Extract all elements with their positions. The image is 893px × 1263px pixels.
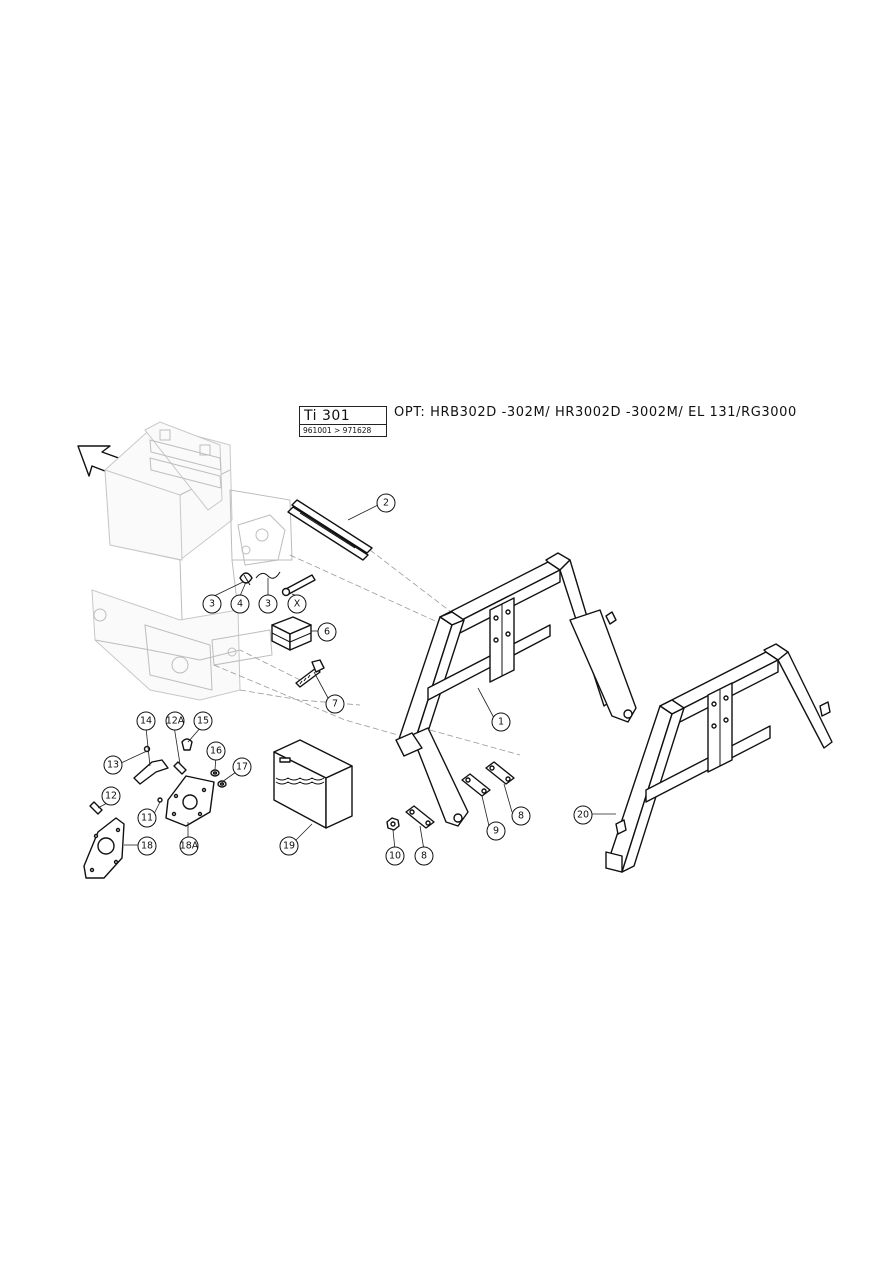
- callout-9: 9: [486, 821, 506, 841]
- callout-11: 11: [137, 808, 157, 828]
- part-18a-flange: [165, 775, 215, 827]
- part-x-bolt: [281, 574, 316, 597]
- callout-x-label: X: [294, 599, 301, 610]
- option-title: OPT: HRB302D -302M/ HR3002D -3002M/ EL 1…: [394, 405, 797, 420]
- part-10-nut: [386, 817, 400, 831]
- part-12-pin: [89, 801, 103, 815]
- callout-16: 16: [206, 741, 226, 761]
- callout-11-label: 11: [141, 813, 153, 824]
- callout-x: X: [287, 594, 307, 614]
- part-17-washer: [217, 780, 227, 788]
- callout-4: 4: [230, 594, 250, 614]
- callout-2-label: 2: [383, 498, 389, 509]
- callout-6: 6: [317, 622, 337, 642]
- callout-3b: 3: [258, 594, 278, 614]
- callout-7: 7: [325, 694, 345, 714]
- callout-1: 1: [491, 712, 511, 732]
- part-8-plate-lower: [405, 805, 435, 829]
- callout-20: 20: [573, 805, 593, 825]
- callout-17-label: 17: [236, 762, 248, 773]
- callout-6-label: 6: [324, 627, 330, 638]
- part-19-box: [273, 739, 353, 829]
- callout-1-label: 1: [498, 717, 504, 728]
- part-20-second-bracket: [605, 643, 833, 873]
- callout-8b: 8: [414, 846, 434, 866]
- callout-13: 13: [103, 755, 123, 775]
- callout-18: 18: [137, 836, 157, 856]
- part-3-clip: [239, 572, 253, 586]
- callout-12: 12: [101, 786, 121, 806]
- callout-20-label: 20: [577, 810, 589, 821]
- callout-3b-label: 3: [265, 599, 271, 610]
- assembly-guide-lines: [213, 549, 521, 756]
- callout-19: 19: [279, 836, 299, 856]
- callout-10-label: 10: [389, 851, 401, 862]
- part-9-plate: [461, 773, 491, 797]
- callout-9-label: 9: [493, 826, 499, 837]
- callout-4-label: 4: [237, 599, 243, 610]
- part-11-screw: [157, 797, 163, 803]
- callout-19-label: 19: [283, 841, 295, 852]
- callout-12-label: 12: [105, 791, 117, 802]
- part-6-block: [271, 616, 312, 651]
- callout-15: 15: [193, 711, 213, 731]
- part-18-plate: [83, 817, 125, 879]
- callout-18a: 18A: [179, 836, 199, 856]
- part-12a-pin: [173, 761, 187, 775]
- part-2-pins: [287, 499, 373, 561]
- callout-14-label: 14: [140, 716, 152, 727]
- model-name: Ti 301: [304, 408, 351, 424]
- part-7-screw: [295, 659, 325, 688]
- callout-13-label: 13: [107, 760, 119, 771]
- callout-2: 2: [376, 493, 396, 513]
- callout-3: 3: [202, 594, 222, 614]
- callout-15-label: 15: [197, 716, 209, 727]
- part-14-lever: [133, 759, 169, 785]
- callout-3-label: 3: [209, 599, 215, 610]
- part-1-main-bracket: [395, 552, 637, 827]
- callout-14: 14: [136, 711, 156, 731]
- callout-18a-label: 18A: [180, 841, 199, 852]
- callout-16-label: 16: [210, 746, 222, 757]
- callout-18-label: 18: [141, 841, 153, 852]
- callout-8a-label: 8: [518, 811, 524, 822]
- callout-17: 17: [232, 757, 252, 777]
- callout-12a: 12A: [165, 711, 185, 731]
- model-title-box: Ti 301 961001 > 971628: [299, 406, 387, 437]
- part-8-plate-upper: [485, 761, 515, 785]
- callout-8a: 8: [511, 806, 531, 826]
- callout-10: 10: [385, 846, 405, 866]
- callout-8b-label: 8: [421, 851, 427, 862]
- part-16-washer: [210, 769, 220, 777]
- serial-range: 961001 > 971628: [300, 424, 386, 436]
- callout-12a-label: 12A: [166, 716, 185, 727]
- part-4-spring-wire: [255, 571, 281, 579]
- machine-frame-ghost: [91, 421, 293, 701]
- callout-7-label: 7: [332, 699, 338, 710]
- part-15-clip: [181, 738, 193, 751]
